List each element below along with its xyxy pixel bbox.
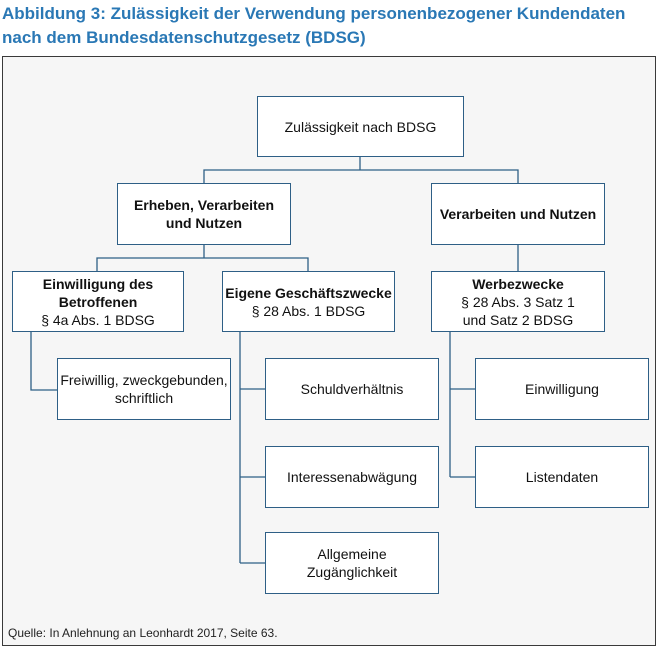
node-label: Allgemeine (317, 546, 387, 562)
node-label: Einwilligung (525, 381, 599, 397)
node-schuldverhaeltnis: Schuldverhältnis (265, 358, 439, 420)
node-label: § 28 Abs. 1 BDSG (251, 302, 366, 319)
node-zulaessigkeit-nach-bdsg: Zulässigkeit nach BDSG (257, 96, 464, 157)
node-label: Erheben, Verarbeiten (133, 197, 275, 213)
node-label: Betroffenen (58, 293, 138, 310)
figure-title: Abbildung 3: Zulässigkeit der Verwendung… (2, 2, 658, 50)
node-eigene-geschaeftszwecke: Eigene Geschäftszwecke § 28 Abs. 1 BDSG (222, 271, 395, 332)
figure-title-line-1: Abbildung 3: Zulässigkeit der Verwendung… (2, 4, 626, 23)
node-label: und Nutzen (165, 215, 243, 231)
node-label: Freiwillig, zweckgebunden, (60, 372, 228, 388)
node-einwilligung: Einwilligung (475, 358, 649, 420)
node-label: § 28 Abs. 3 Satz 1 (461, 293, 575, 310)
node-label: § 4a Abs. 1 BDSG (41, 311, 155, 328)
node-label: Eigene Geschäftszwecke (225, 284, 392, 301)
node-label: Zugänglichkeit (306, 564, 398, 580)
node-werbezwecke: Werbezwecke § 28 Abs. 3 Satz 1 und Satz … (431, 271, 605, 332)
node-verarbeiten-und-nutzen: Verarbeiten und Nutzen (431, 183, 605, 245)
node-label: Listendaten (525, 469, 599, 485)
node-label: Schuldverhältnis (300, 381, 404, 397)
node-interessenabwaegung: Interessenabwägung (265, 446, 439, 508)
node-einwilligung-des-betroffenen: Einwilligung des Betroffenen § 4a Abs. 1… (12, 271, 184, 332)
node-label: und Satz 2 BDSG (462, 311, 574, 328)
figure-title-line-2: nach dem Bundesdatenschutzgesetz (BDSG) (2, 28, 366, 47)
node-allgemeine-zugaenglichkeit: Allgemeine Zugänglichkeit (265, 532, 439, 594)
node-erheben-verarbeiten-nutzen: Erheben, Verarbeiten und Nutzen (117, 183, 291, 245)
node-label: Interessenabwägung (287, 469, 417, 485)
node-label: Zulässigkeit nach BDSG (284, 118, 437, 135)
source-note: Quelle: In Anlehnung an Leonhardt 2017, … (8, 626, 278, 640)
node-freiwillig-zweckgebunden-schriftlich: Freiwillig, zweckgebunden, schriftlich (57, 358, 231, 420)
node-label: Werbezwecke (472, 275, 564, 292)
node-label: Verarbeiten und Nutzen (439, 206, 597, 222)
node-label: schriftlich (114, 390, 174, 406)
node-listendaten: Listendaten (475, 446, 649, 508)
node-label: Einwilligung des (42, 275, 154, 292)
